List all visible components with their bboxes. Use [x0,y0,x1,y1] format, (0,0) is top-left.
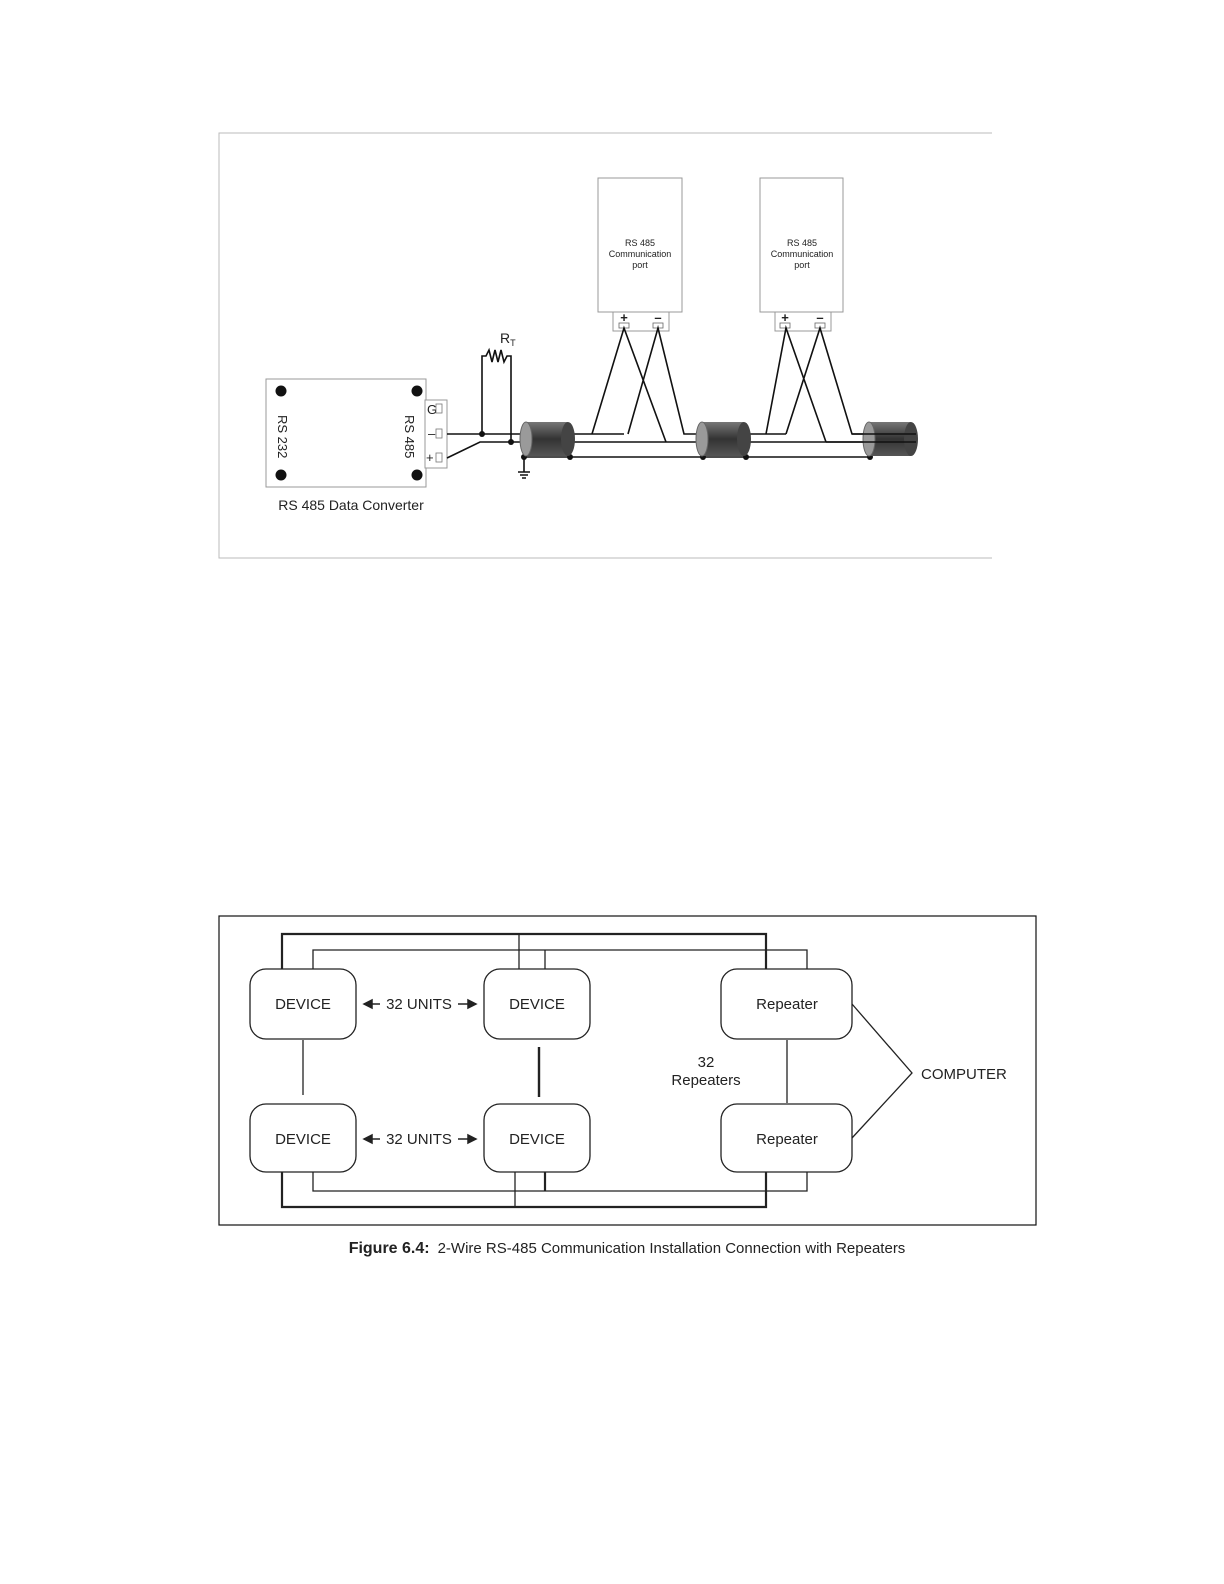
terminal-minus: – [428,426,436,441]
terminal-plus: + [426,450,434,465]
port2-plus-wire [766,328,826,442]
computer-label: COMPUTER [921,1066,1007,1083]
cable-end [737,422,751,456]
device-label-top-left: DEVICE [275,996,331,1013]
converter-screw-tl [276,386,287,397]
repeaters-count: 32 [698,1054,715,1071]
port1-label-1: RS 485 [625,238,655,248]
figure2-frame [219,916,1036,1225]
cable-end [561,422,575,456]
terminal-g-pin [436,404,442,413]
converter-screw-tr [412,386,423,397]
repeater-label-top: Repeater [756,996,818,1013]
cable-segment-3 [863,422,918,456]
ground-symbol [518,472,530,478]
units-label-bottom: 32 UNITS [386,1131,452,1148]
rs485-port-1: RS 485 Communication port + – [598,178,682,331]
cable-start [863,422,875,456]
bus-wires [447,328,874,478]
junction-dot [479,431,485,437]
port1-minus-wire [628,328,786,434]
cable-end [904,422,918,456]
junction-dot [508,439,514,445]
cable-start [520,422,532,456]
port2-plus-pin [780,323,790,328]
cable-start [696,422,708,456]
units-label-top: 32 UNITS [386,996,452,1013]
cable-segment-1 [520,422,575,456]
port1-plus-wire [592,328,666,442]
port1-label-2: Communication [609,249,672,259]
cable-segment-2 [696,422,751,456]
rs485-port-2: RS 485 Communication port + – [760,178,843,331]
device-label-bottom-right: DEVICE [509,1131,565,1148]
resistor-rt [482,350,511,442]
port2-label-1: RS 485 [787,238,817,248]
converter-caption: RS 485 Data Converter [278,497,424,513]
repeaters-label: Repeaters [671,1072,740,1089]
resistor-label-sub: T [510,338,516,348]
converter-rs485-label: RS 485 [402,415,417,458]
terminal-plus-pin [436,453,442,462]
figure-6-4-repeaters: DEVICE DEVICE Repeater DEVICE DEVICE Rep… [219,916,1036,1257]
figure-caption: Figure 6.4:2-Wire RS-485 Communication I… [349,1240,906,1257]
rs485-data-converter: RS 232 RS 485 G – + RS 485 Data Converte… [266,379,447,513]
figure-caption-sep: : [424,1240,429,1257]
converter-screw-bl [276,470,287,481]
port2-label-2: Communication [771,249,834,259]
figure-caption-number: Figure 6.4 [349,1240,425,1257]
device-label-top-right: DEVICE [509,996,565,1013]
repeater-label-bottom: Repeater [756,1131,818,1148]
port2-minus-wire [786,328,874,434]
figure-rs485-wiring: RS 485 Communication port + – RS 485 Com… [219,133,992,558]
port1-label-3: port [632,260,648,270]
figure-caption-text: 2-Wire RS-485 Communication Installation… [438,1240,906,1257]
port2-label-3: port [794,260,810,270]
resistor-label: RT [500,330,516,348]
device-label-bottom-left: DEVICE [275,1131,331,1148]
converter-rs232-label: RS 232 [275,415,290,458]
converter-screw-br [412,470,423,481]
terminal-minus-pin [436,429,442,438]
resistor-label-main: R [500,330,510,346]
